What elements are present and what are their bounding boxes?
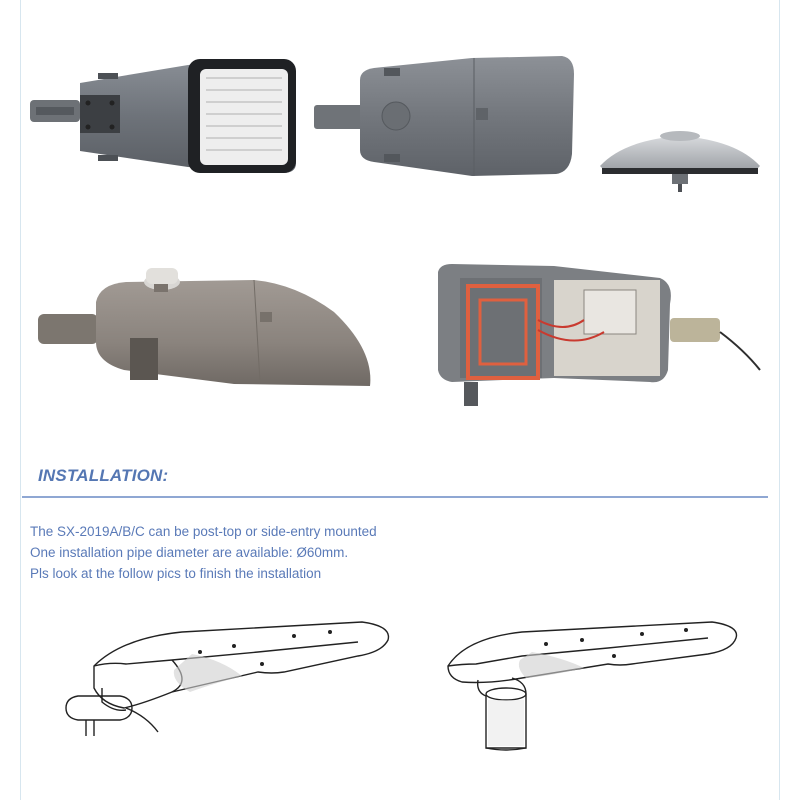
installation-heading: INSTALLATION: [38, 466, 169, 485]
open-housing-wiring-photo [434, 260, 764, 410]
side-entry-mount-drawing [62, 612, 398, 750]
led-bottom-view-photo [28, 55, 310, 177]
angled-view-with-photocell-photo [34, 262, 376, 392]
description-line-1: The SX-2019A/B/C can be post-top or side… [30, 524, 377, 539]
housing-top-view-photo [312, 50, 578, 180]
description-line-2: One installation pipe diameter are avail… [30, 545, 349, 560]
side-profile-photo [594, 128, 766, 194]
description-line-3: Pls look at the follow pics to finish th… [30, 566, 322, 581]
post-top-mount-drawing [442, 616, 746, 752]
page-border-left [20, 0, 21, 800]
heading-divider [22, 496, 768, 498]
installation-description: The SX-2019A/B/C can be post-top or side… [30, 521, 590, 584]
page-border-right [779, 0, 780, 800]
